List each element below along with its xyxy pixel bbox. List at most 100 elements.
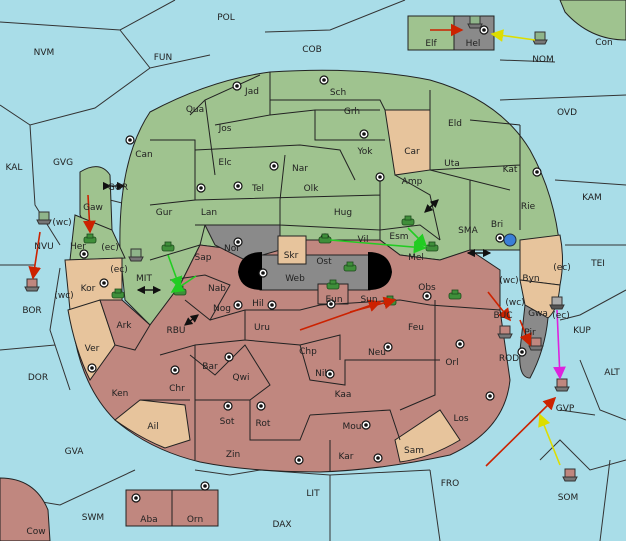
province-label: Rot [256,419,271,429]
province-label: Yok [356,147,373,157]
coast-tag: (ec) [552,311,570,321]
province-label: Elf [425,39,437,49]
province-label: Sam [404,446,424,456]
province-label: Esm [389,232,408,242]
sea-label: FUN [154,53,173,63]
sea-labels: POL NVM FUN COB NOM Con OVD KAL GVG GOR … [6,13,621,530]
sea-label: NVM [34,48,55,58]
province-label: Ail [147,422,158,432]
province-label: Nar [292,164,308,174]
sea-label: BOR [22,306,41,316]
province-label: Hug [334,208,352,218]
order-arrows [28,23,566,467]
province-label: Elc [218,158,231,168]
coast-tag: (wc) [52,218,71,228]
sea-label: GVP [556,404,575,414]
province-label: Orl [445,358,458,368]
sea-label: DOR [28,373,48,383]
province-label: Eld [448,119,462,129]
province-label: Mou [343,422,362,432]
province-label: Olk [304,184,320,194]
province-label: Sch [330,88,346,98]
province-label: Gur [156,208,173,218]
corner-land-cow[interactable] [0,477,51,541]
coast-tag: (ec) [110,265,128,275]
province-label: Can [135,150,153,160]
province-orn[interactable] [171,489,219,527]
province-label: Byn [522,274,539,284]
supply-centers [79,25,542,503]
province-ark[interactable] [99,299,151,351]
fleet-icon [36,211,52,225]
sea-label: KAM [582,193,602,203]
sea-label: SMA [458,226,478,236]
province-web[interactable] [259,254,371,291]
province-label: Sot [220,417,235,427]
sea-label: TEI [590,259,605,269]
province-label: Tel [251,184,264,194]
sea-label: SWM [82,513,104,523]
province-label: Qwi [233,373,250,383]
province-label: Orn [187,515,203,525]
province-borders [140,72,521,472]
coast-tag: (wc) [499,276,518,286]
province-label: Sun [360,295,377,305]
sea-label: POL [217,13,235,23]
province-label: Gaw [83,203,103,213]
province-label: Qua [186,105,204,115]
black-gate-right [368,252,392,290]
province-label: Bri [491,220,503,230]
province-label: Mel [408,253,424,263]
province-label: Kor [81,284,96,294]
sea-label: ROD [499,354,519,364]
fleet-icon [24,278,40,292]
sea-label: NVU [34,242,53,252]
black-gate-left [238,252,262,290]
province-label: Ver [85,344,100,354]
province-label: Kar [339,452,354,462]
province-label: Pir [524,328,536,338]
fleet-icon [562,468,578,482]
province-label: Chr [169,384,185,394]
fleet-icon [497,325,513,339]
sea-label: OVD [557,108,577,118]
province-label: Rie [521,202,536,212]
province-sam[interactable] [394,409,461,463]
province-label: Vil [358,235,369,245]
sea-label: BUC [493,311,512,321]
fleet-icon [467,15,483,29]
province-label: Jad [244,87,259,97]
neutral-unit-icon [503,233,517,247]
sea-label: GVG [53,158,73,168]
province-label: Cow [26,527,45,537]
sea-label: KUP [573,326,591,336]
province-label: Ost [316,257,332,267]
province-label: Ken [112,389,129,399]
province-label: Gwa [528,309,548,319]
coast-tag: (ec) [553,263,571,273]
sea-label: GVA [65,447,85,457]
province-skr[interactable] [277,235,307,265]
fleet-icon [554,378,570,392]
province-label: Obs [418,283,436,293]
connection-arrows [102,181,492,326]
sea-label: RBU [166,326,185,336]
province-label: Nil [315,369,327,379]
fleet-units [24,15,578,482]
province-label: Grh [344,107,360,117]
sea-label: DAX [272,520,291,530]
province-label: Skr [284,251,299,261]
province-label: Car [404,147,420,157]
province-ver[interactable] [67,299,116,381]
province-label: Nab [208,284,226,294]
province-label: Ark [116,321,132,331]
sea-label: FRO [441,479,460,489]
land-labels: Jad Sch Qua Grh Jos Eld Can Car Yok Uta … [26,39,548,537]
province-label: Kat [503,165,518,175]
province-label: Uru [254,323,270,333]
province-label: Feu [408,323,424,333]
province-ail[interactable] [114,399,191,449]
province-label: Web [285,274,305,284]
province-label: Lan [201,208,217,218]
